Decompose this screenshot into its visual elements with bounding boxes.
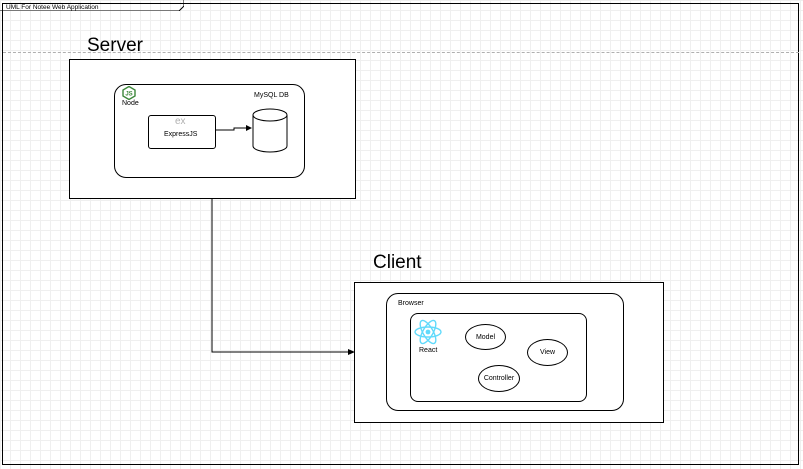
server-title: Server bbox=[87, 35, 143, 56]
react-label: React bbox=[419, 347, 438, 354]
model-node: Model bbox=[465, 324, 506, 350]
model-label: Model bbox=[475, 333, 496, 341]
lifeline-divider bbox=[3, 52, 799, 53]
view-node: View bbox=[527, 339, 568, 366]
controller-label: Controller bbox=[483, 375, 515, 382]
controller-node: Controller bbox=[478, 365, 520, 392]
client-title: Client bbox=[373, 252, 422, 273]
browser-label: Browser bbox=[398, 300, 424, 307]
database-label: MySQL DB bbox=[254, 92, 289, 99]
node-label: Node bbox=[122, 100, 139, 107]
frame-title: UML For Notee Web Application bbox=[6, 4, 99, 11]
expressjs-box bbox=[148, 115, 216, 149]
expressjs-label: ExpressJS bbox=[164, 131, 198, 138]
uml-frame bbox=[2, 3, 799, 465]
expressjs-logo-icon: ex bbox=[175, 116, 186, 127]
view-label: View bbox=[539, 349, 556, 356]
